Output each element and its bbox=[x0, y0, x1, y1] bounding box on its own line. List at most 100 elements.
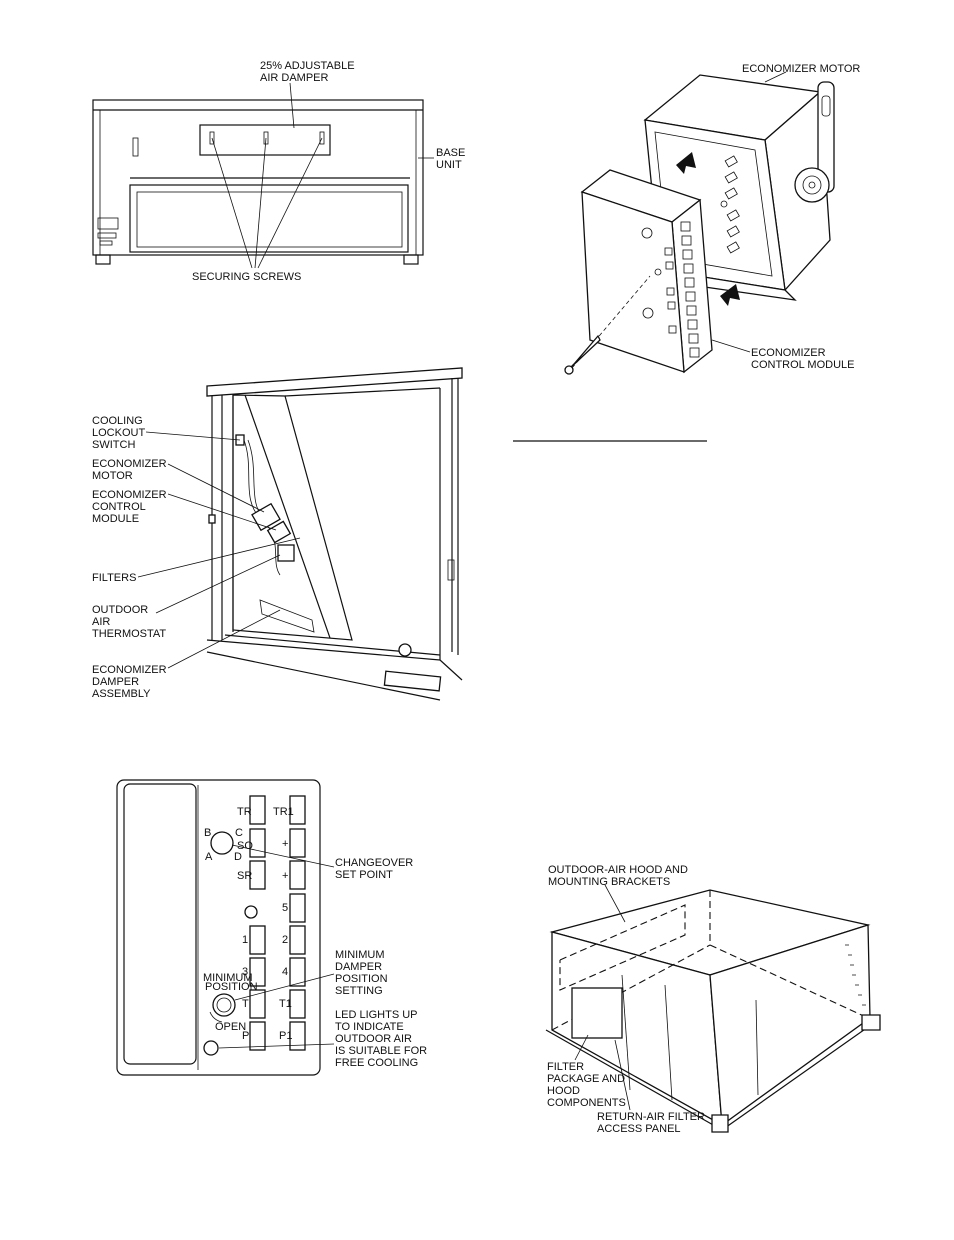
label-t1: T1 bbox=[279, 998, 292, 1010]
cooling-lockout-label-1: COOLING bbox=[92, 415, 143, 427]
component-labels: COOLING LOCKOUT SWITCH ECONOMIZER MOTOR … bbox=[92, 415, 167, 700]
led-label-2: TO INDICATE bbox=[335, 1021, 404, 1033]
dial-letter-c: C bbox=[235, 827, 243, 839]
base-unit-figure: 25% ADJUSTABLE AIR DAMPER BASE UNIT SECU… bbox=[92, 60, 465, 283]
damper-label-line-2: AIR DAMPER bbox=[260, 72, 329, 84]
hood-label-1: OUTDOOR-AIR HOOD AND bbox=[548, 864, 688, 876]
label-plus-2: + bbox=[282, 870, 288, 882]
label-1: 1 bbox=[242, 934, 248, 946]
led-label-4: IS SUITABLE FOR bbox=[335, 1045, 427, 1057]
changeover-setpoint-dial[interactable] bbox=[210, 831, 234, 855]
terminal-1 bbox=[249, 925, 266, 955]
right-terminals bbox=[289, 795, 306, 1051]
label-p: P bbox=[242, 1030, 249, 1042]
cooling-lockout-label-2: LOCKOUT bbox=[92, 427, 145, 439]
lower-access-panel bbox=[129, 184, 409, 253]
label-2: 2 bbox=[282, 934, 288, 946]
module-terminal-strip bbox=[664, 221, 700, 358]
economizer-frame bbox=[232, 394, 353, 641]
filter-label-1: FILTER bbox=[547, 1061, 584, 1073]
base-unit-label-line-1: BASE bbox=[436, 147, 465, 159]
control-panel-figure: TR SO SR 1 3 T P TR1 + + 5 2 4 T1 P1 B C… bbox=[116, 779, 427, 1076]
module-label-1: ECONOMIZER bbox=[92, 489, 167, 501]
component-location-figure: COOLING LOCKOUT SWITCH ECONOMIZER MOTOR … bbox=[92, 367, 463, 701]
control-module-body bbox=[581, 191, 685, 373]
terminal-t bbox=[249, 989, 266, 1019]
min-position-text-2: POSITION bbox=[205, 981, 258, 993]
minimum-position-dial[interactable] bbox=[212, 993, 236, 1017]
terminal-3 bbox=[249, 957, 266, 987]
module-label-2: CONTROL bbox=[92, 501, 146, 513]
left-terminals bbox=[249, 795, 266, 1051]
terminal-5 bbox=[289, 893, 306, 923]
label-5: 5 bbox=[282, 902, 288, 914]
led-label-3: OUTDOOR AIR bbox=[335, 1033, 412, 1045]
terminal-tr1 bbox=[289, 795, 306, 825]
terminal-4 bbox=[289, 957, 306, 987]
return-air-label-1: RETURN-AIR FILTER bbox=[597, 1111, 705, 1123]
terminal-plus-2 bbox=[289, 860, 306, 890]
terminal-tr bbox=[249, 795, 266, 825]
side-hatching bbox=[845, 944, 866, 1006]
motor-label-1: ECONOMIZER bbox=[92, 458, 167, 470]
damper-assembly-label-2: DAMPER bbox=[92, 676, 139, 688]
terminal-t1 bbox=[289, 989, 306, 1019]
label-4: 4 bbox=[282, 966, 288, 978]
min-damper-label-4: SETTING bbox=[335, 985, 383, 997]
economizer-motor bbox=[251, 502, 281, 532]
label-t: T bbox=[242, 998, 249, 1010]
free-cooling-led bbox=[203, 1040, 219, 1056]
terminal-labels: TR SO SR 1 3 T P TR1 + + 5 2 4 T1 P1 bbox=[237, 806, 294, 1042]
filter-label-4: COMPONENTS bbox=[547, 1097, 626, 1109]
wiring-harness bbox=[243, 439, 281, 576]
panel-outline bbox=[116, 779, 321, 1076]
hood-brackets bbox=[559, 904, 686, 991]
label-sr: SR bbox=[237, 870, 252, 882]
panel-cover bbox=[123, 783, 197, 1065]
terminal-plus-1 bbox=[289, 828, 306, 858]
terminal-sr bbox=[249, 860, 266, 890]
module-label-line-2: CONTROL MODULE bbox=[751, 359, 855, 371]
motor-label-2: MOTOR bbox=[92, 470, 133, 482]
filter-label-2: PACKAGE AND bbox=[547, 1073, 625, 1085]
damper-assembly-label-3: ASSEMBLY bbox=[92, 688, 151, 700]
changeover-label-1: CHANGEOVER bbox=[335, 857, 413, 869]
min-position-text-1: MINIMUM bbox=[203, 972, 253, 984]
motor-gear-icon bbox=[794, 167, 830, 203]
open-text: OPEN bbox=[215, 1021, 246, 1033]
module-label-3: MODULE bbox=[92, 513, 139, 525]
indicator-dot bbox=[244, 905, 258, 919]
filters-label: FILTERS bbox=[92, 572, 136, 584]
dial-letter-b: B bbox=[204, 827, 211, 839]
cooling-lockout-label-3: SWITCH bbox=[92, 439, 135, 451]
terminal-2 bbox=[289, 925, 306, 955]
dial-letter-a: A bbox=[205, 851, 213, 863]
adjustable-air-damper bbox=[199, 124, 331, 156]
damper-assembly-label-1: ECONOMIZER bbox=[92, 664, 167, 676]
label-3: 3 bbox=[242, 966, 248, 978]
filter-package bbox=[571, 987, 623, 1039]
base-unit-cabinet bbox=[92, 99, 424, 256]
securing-screws-label: SECURING SCREWS bbox=[192, 271, 301, 283]
outdoor-air-thermostat bbox=[277, 544, 295, 562]
terminal-p bbox=[249, 1021, 266, 1051]
label-tr: TR bbox=[237, 806, 252, 818]
dial-letter-d: D bbox=[234, 851, 242, 863]
min-damper-label-3: POSITION bbox=[335, 973, 388, 985]
module-label-line-1: ECONOMIZER bbox=[751, 347, 826, 359]
label-plus-1: + bbox=[282, 838, 288, 850]
control-module-figure: ECONOMIZER MOTOR ECONOMIZER CONTROL MODU… bbox=[564, 63, 860, 375]
arrow-insert-icon bbox=[720, 284, 740, 306]
filter-label-3: HOOD bbox=[547, 1085, 580, 1097]
thermostat-label-1: OUTDOOR bbox=[92, 604, 148, 616]
return-air-label-2: ACCESS PANEL bbox=[597, 1123, 681, 1135]
thermostat-label-3: THERMOSTAT bbox=[92, 628, 166, 640]
label-p1: P1 bbox=[279, 1030, 292, 1042]
led-label-1: LED LIGHTS UP bbox=[335, 1009, 418, 1021]
damper-assembly bbox=[259, 599, 315, 633]
changeover-label-2: SET POINT bbox=[335, 869, 393, 881]
arrow-up-icon bbox=[676, 152, 696, 174]
terminal-p1 bbox=[289, 1021, 306, 1051]
hood-label-2: MOUNTING BRACKETS bbox=[548, 876, 670, 888]
